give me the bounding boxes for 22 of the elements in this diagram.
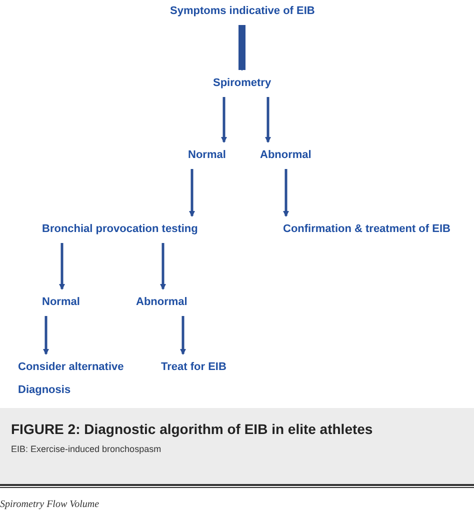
- arrow: [43, 316, 49, 355]
- arrow: [189, 169, 195, 217]
- step-label: Confirmation & treatment of EIB: [283, 222, 452, 237]
- step-label: Symptoms indicative of EIB: [170, 4, 316, 19]
- step-label: Normal: [188, 148, 227, 163]
- arrow: [160, 243, 166, 290]
- step-label: Abnormal: [136, 295, 188, 310]
- step-label: Abnormal: [260, 148, 312, 163]
- arrow: [180, 316, 186, 355]
- step-label: Normal: [42, 295, 81, 310]
- step-label: Bronchial provocation testing: [42, 222, 199, 237]
- abbreviation-note: EIB: Exercise-induced bronchospasm: [11, 443, 162, 456]
- step-label: Treat for EIB: [161, 360, 228, 375]
- arrow: [283, 169, 289, 217]
- figure-source-text: Spirometry Flow Volume: [0, 498, 100, 512]
- arrow: [238, 25, 246, 71]
- arrow: [221, 97, 227, 143]
- step-label: Consider alternative Diagnosis: [18, 360, 125, 398]
- step-label: Spirometry: [213, 76, 272, 91]
- figure-caption: FIGURE 2: Diagnostic algorithm of EIB in elite athletes: [11, 420, 374, 438]
- arrow: [59, 243, 65, 290]
- arrow: [265, 97, 271, 143]
